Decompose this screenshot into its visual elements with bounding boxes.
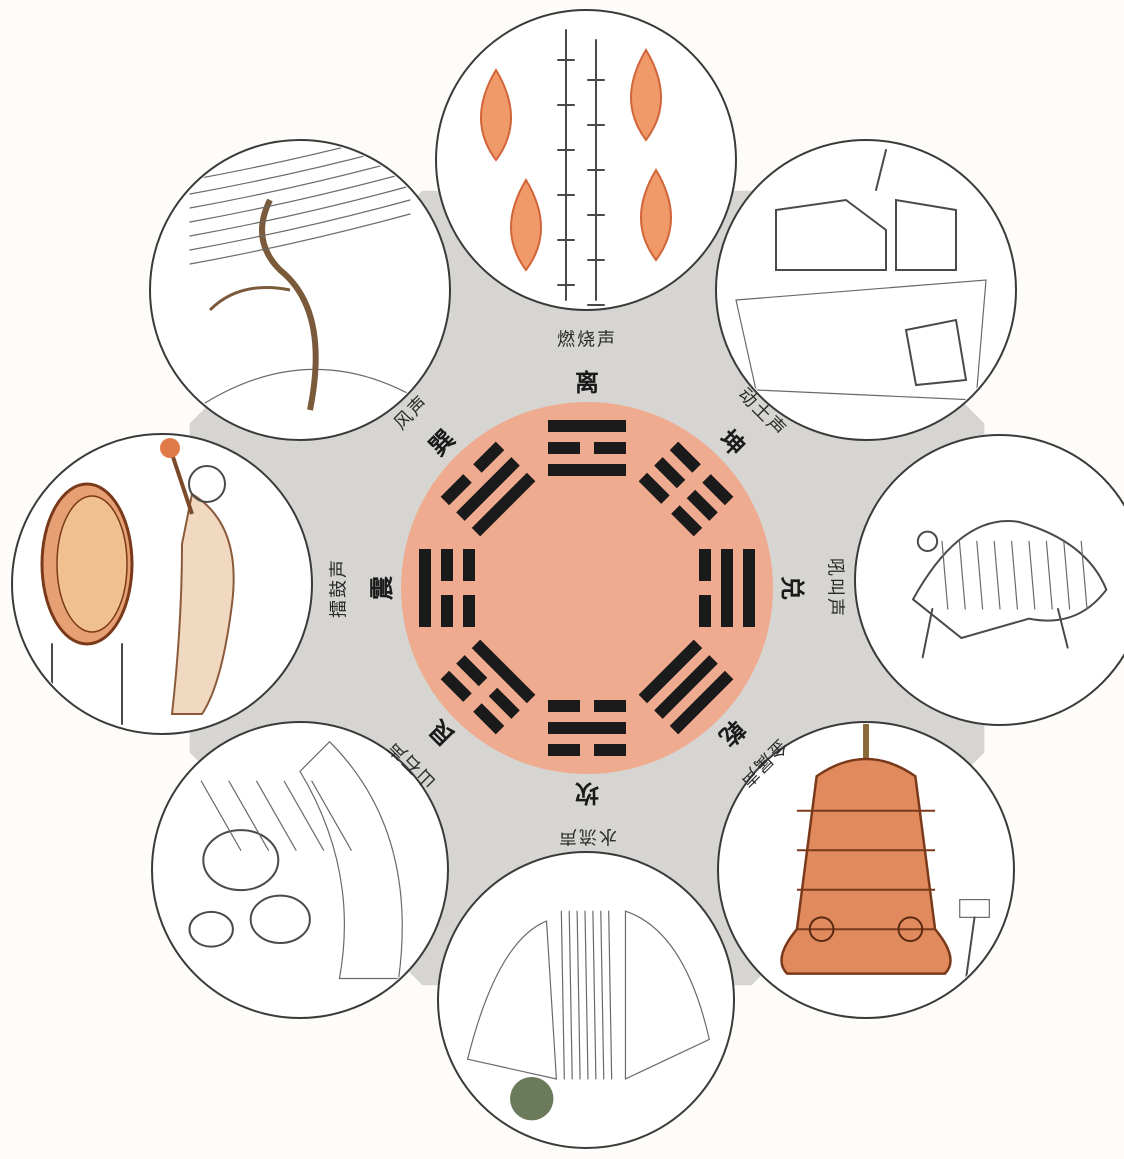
burning-bamboo-icon: [436, 10, 736, 310]
center-disc: [401, 402, 773, 774]
yang-line: [548, 420, 626, 432]
yin-line-right: [441, 549, 453, 581]
windblown-tree-icon: [150, 130, 450, 440]
yin-line-right: [463, 549, 475, 581]
yin-line-right: [699, 595, 711, 627]
yang-line: [419, 549, 431, 627]
roaring-tiger-icon: [855, 435, 1124, 725]
yang-line: [548, 464, 626, 476]
drummer-icon: [12, 434, 312, 734]
yin-line-right: [548, 700, 580, 712]
trigram-name: 离: [575, 369, 599, 397]
yin-line-right: [594, 442, 626, 454]
sound-label: 水流声: [557, 826, 617, 847]
yin-line-left: [463, 595, 475, 627]
yang-line: [743, 549, 755, 627]
yin-line-left: [594, 700, 626, 712]
yang-line: [721, 549, 733, 627]
yin-line-left: [441, 595, 453, 627]
trigram-name: 兑: [778, 576, 806, 600]
sound-label: 燃烧声: [557, 330, 617, 351]
ruined-house-icon: [716, 140, 1016, 440]
yin-line-right: [548, 744, 580, 756]
scene-circle: [436, 10, 736, 310]
trigram-name: 坎: [575, 779, 599, 807]
waterfall-icon: [438, 852, 734, 1148]
yin-line-left: [699, 549, 711, 581]
yin-line-left: [594, 744, 626, 756]
trigram-name: 震: [368, 575, 396, 600]
yang-line: [548, 722, 626, 734]
scene-circle: [855, 435, 1124, 725]
yin-line-left: [548, 442, 580, 454]
sound-label: 吼叫声: [825, 558, 846, 618]
sound-label: 擂鼓声: [329, 558, 350, 618]
